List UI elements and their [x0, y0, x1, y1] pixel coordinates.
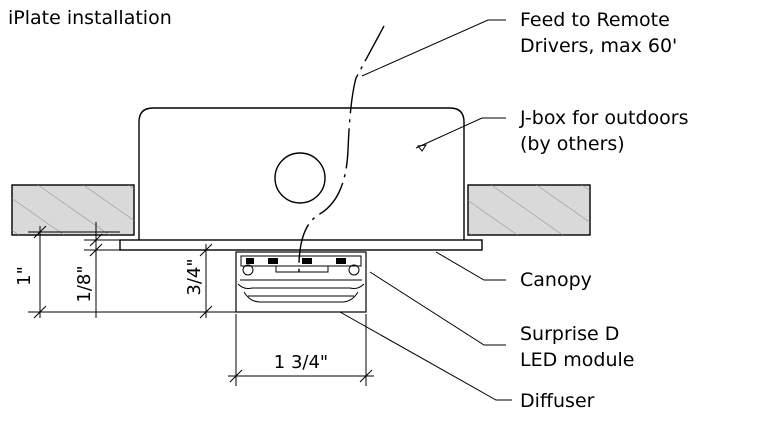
- dimension-total-height: [28, 225, 236, 319]
- led-module-profile: [235, 251, 367, 313]
- dimension-plate-thickness-label: 1/8": [74, 265, 95, 302]
- dimension-module-height: [196, 243, 236, 319]
- junction-box: [138, 107, 465, 240]
- conduit-knockout: [274, 152, 326, 204]
- dimension-plate-thickness: [84, 222, 120, 318]
- dimension-module-width: [228, 314, 374, 386]
- dimension-total-height-label: 1": [14, 266, 35, 286]
- canopy-label: Canopy: [520, 269, 592, 291]
- diagram-title: iPlate installation: [8, 7, 172, 29]
- ceiling-section-left: [11, 184, 135, 236]
- feed-label-line2: Drivers, max 60': [520, 35, 677, 57]
- jbox-label-line1: J-box for outdoors: [519, 107, 688, 129]
- module-label-line2: LED module: [520, 349, 634, 371]
- feed-wire: [298, 25, 385, 273]
- dimension-module-height-label: 3/4": [184, 258, 205, 295]
- diffuser-label: Diffuser: [520, 390, 595, 412]
- feed-label-line1: Feed to Remote: [520, 9, 670, 31]
- ceiling-section-right: [467, 184, 591, 236]
- dimension-module-width-label: 1 3/4": [274, 352, 328, 373]
- module-label-line1: Surprise D: [520, 323, 619, 345]
- jbox-label-line2: (by others): [520, 133, 625, 155]
- leader-lines: [339, 19, 512, 401]
